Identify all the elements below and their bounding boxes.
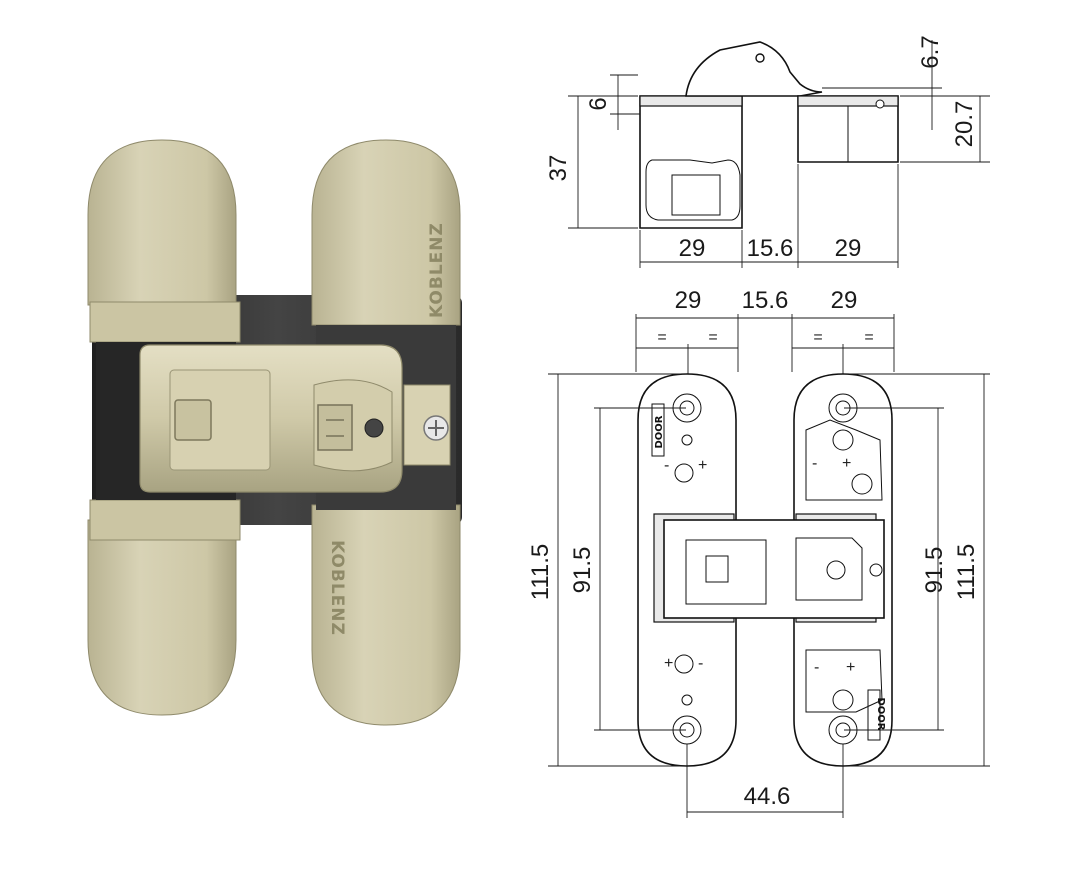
side-left-pocket bbox=[645, 159, 741, 221]
dim-front-overall-right: 111.5 bbox=[953, 544, 980, 601]
dim-front-holes-left: 91.5 bbox=[569, 547, 596, 594]
dim-side-left-width: 29 bbox=[679, 235, 706, 262]
front-arm bbox=[653, 513, 885, 623]
arm-plate bbox=[169, 369, 271, 471]
side-knuckle bbox=[685, 41, 823, 97]
adjust-mark-5: + bbox=[842, 455, 851, 472]
dim-front-gap: 15.6 bbox=[742, 287, 789, 314]
brand-text-bottom: KOBLENZ bbox=[327, 540, 347, 636]
side-knuckle-pin bbox=[755, 53, 765, 63]
dim-front-holes-right: 91.5 bbox=[921, 547, 948, 594]
left-leaf-bottom-cap bbox=[87, 519, 237, 716]
door-label-top: DOOR bbox=[654, 415, 665, 448]
door-label-bottom: DOOR bbox=[875, 697, 886, 730]
equal-mark-4: = bbox=[864, 329, 873, 346]
adjust-mark-3: + bbox=[664, 655, 673, 672]
adjust-mark-6: - bbox=[812, 455, 817, 472]
arm-square-icon bbox=[174, 399, 212, 441]
adjust-mark-4: - bbox=[698, 655, 703, 672]
dim-front-left-width: 29 bbox=[675, 287, 702, 314]
left-leaf-top-cap bbox=[87, 139, 237, 306]
adjust-mark-8: - bbox=[814, 659, 819, 676]
adjust-mark-1: + bbox=[698, 457, 707, 474]
side-left-pocket-inner bbox=[671, 174, 721, 216]
dim-front-bottom-width: 44.6 bbox=[744, 783, 791, 810]
dim-front-right-width: 29 bbox=[831, 287, 858, 314]
side-right-hole bbox=[875, 99, 885, 109]
adjust-mark-2: - bbox=[664, 457, 669, 474]
brand-text-top: KOBLENZ bbox=[427, 222, 447, 318]
left-leaf-frame-bottom bbox=[89, 499, 241, 541]
arm-link-icon bbox=[317, 404, 353, 451]
left-leaf-frame-top bbox=[89, 301, 241, 343]
dim-side-top: 6 bbox=[585, 97, 612, 110]
front-view-drawing: 29 15.6 29 = = = = DOOR bbox=[527, 287, 990, 818]
dim-side-height: 37 bbox=[545, 155, 572, 182]
equal-mark-2: = bbox=[708, 329, 717, 346]
side-view-drawing: 37 6 6.7 20.7 29 15.6 29 bbox=[545, 35, 990, 268]
right-leaf-top-cap bbox=[311, 139, 461, 326]
adjust-mark-7: + bbox=[846, 659, 855, 676]
equal-mark-3: = bbox=[813, 329, 822, 346]
side-left-rim bbox=[639, 95, 743, 107]
adjust-screw-slot bbox=[428, 420, 444, 436]
hinge-arm bbox=[139, 344, 403, 493]
side-left-leaf bbox=[639, 95, 743, 229]
dim-side-gap: 15.6 bbox=[747, 235, 794, 262]
arm-rivet-icon bbox=[364, 418, 384, 438]
dim-front-overall-left: 111.5 bbox=[527, 544, 554, 601]
hinge-photo: KOBLENZ KOBLENZ bbox=[87, 139, 462, 726]
right-leaf-bottom-cap bbox=[311, 504, 461, 726]
dim-side-right-width: 29 bbox=[835, 235, 862, 262]
dim-side-right-leaf: 20.7 bbox=[951, 101, 978, 148]
equal-mark-1: = bbox=[657, 329, 666, 346]
dim-side-knuckle: 6.7 bbox=[917, 35, 944, 68]
